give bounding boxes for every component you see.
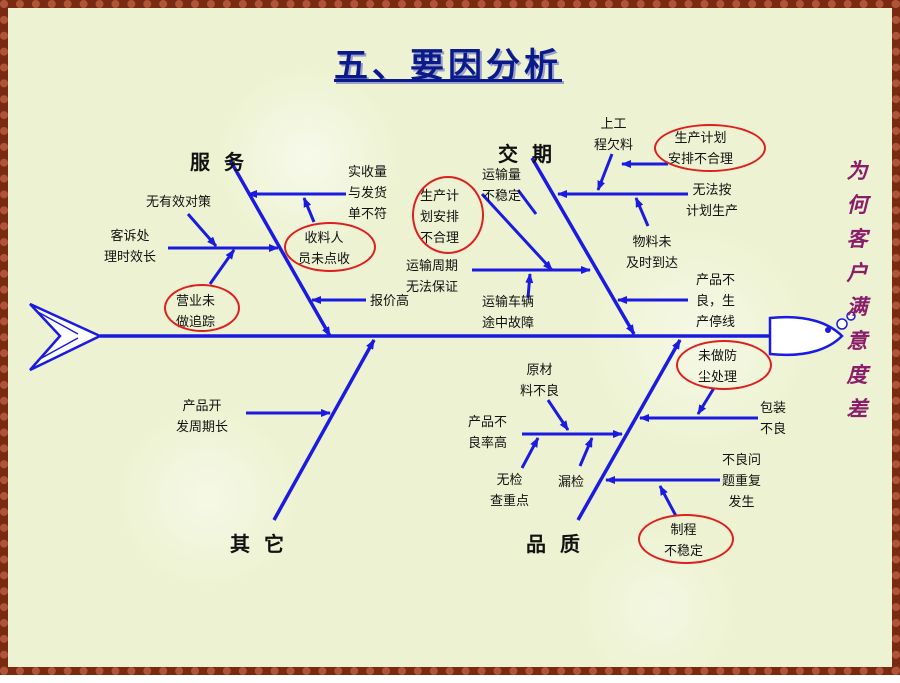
highlight-circle [654,124,766,172]
cause-defect-rate-high: 产品不 良率高 [468,415,508,451]
bone-delivery [530,157,636,335]
highlight-circle [164,284,240,332]
bone-service [228,159,332,337]
effect-char: 户 [846,261,868,285]
effect-char: 客 [846,227,868,251]
highlight-circle [638,514,734,564]
effect-problem: 为 何 客 户 满 意 度 差 [842,154,872,426]
cause-transport-unstable: 运输量 不稳定 [482,168,522,204]
cause-dev-cycle-long: 产品开 发周期长 [176,399,229,435]
cause-packaging-bad: 包装 不良 [760,401,787,437]
cause-defect-stop: 产品不 良，生 产停线 [696,273,736,330]
cause-receipt-mismatch: 实收量 与发货 单不符 [348,165,388,222]
cause-raw-material-bad: 原材 料不良 [520,363,560,399]
cause-complaint-slow: 客诉处 理时效长 [104,229,157,265]
effect-char: 意 [846,329,868,353]
effect-char: 为 [846,159,868,183]
effect-char: 满 [846,295,868,319]
bone-quality [576,339,682,521]
category-quality: 品质 [526,532,594,556]
cause-cannot-follow-plan: 无法按 计划生产 [686,183,739,219]
cause-transport-cycle: 运输周期 无法保证 [406,259,459,295]
cause-process-owed: 上工 程欠料 [594,117,634,153]
branch-transport [480,192,554,272]
cause-quote-high: 报价高 [370,294,410,309]
fish-head [768,315,844,357]
category-service: 服务 [190,150,258,174]
cause-recurring-defects: 不良问 题重复 发生 [722,453,762,510]
fishbone-diagram [29,153,856,521]
category-other: 其它 [230,532,298,556]
page-title: 五、要因分析 [334,46,562,86]
fish-tail [29,302,103,372]
highlight-circle [412,176,484,254]
cause-material-late: 物料未 及时到达 [626,235,679,271]
highlight-circle [676,340,772,390]
cause-vehicle-breakdown: 运输车辆 途中故障 [482,295,535,331]
effect-char: 度 [846,363,868,387]
cause-no-effective-measures: 无有效对策 [146,195,212,210]
effect-char: 差 [846,397,868,421]
effect-char: 何 [846,193,868,217]
highlight-circle [284,222,376,272]
bone-other [272,339,376,521]
cause-missed-inspection: 漏检 [558,475,585,490]
cause-no-inspection: 无检 查重点 [490,473,530,509]
category-delivery: 交期 [498,142,566,166]
